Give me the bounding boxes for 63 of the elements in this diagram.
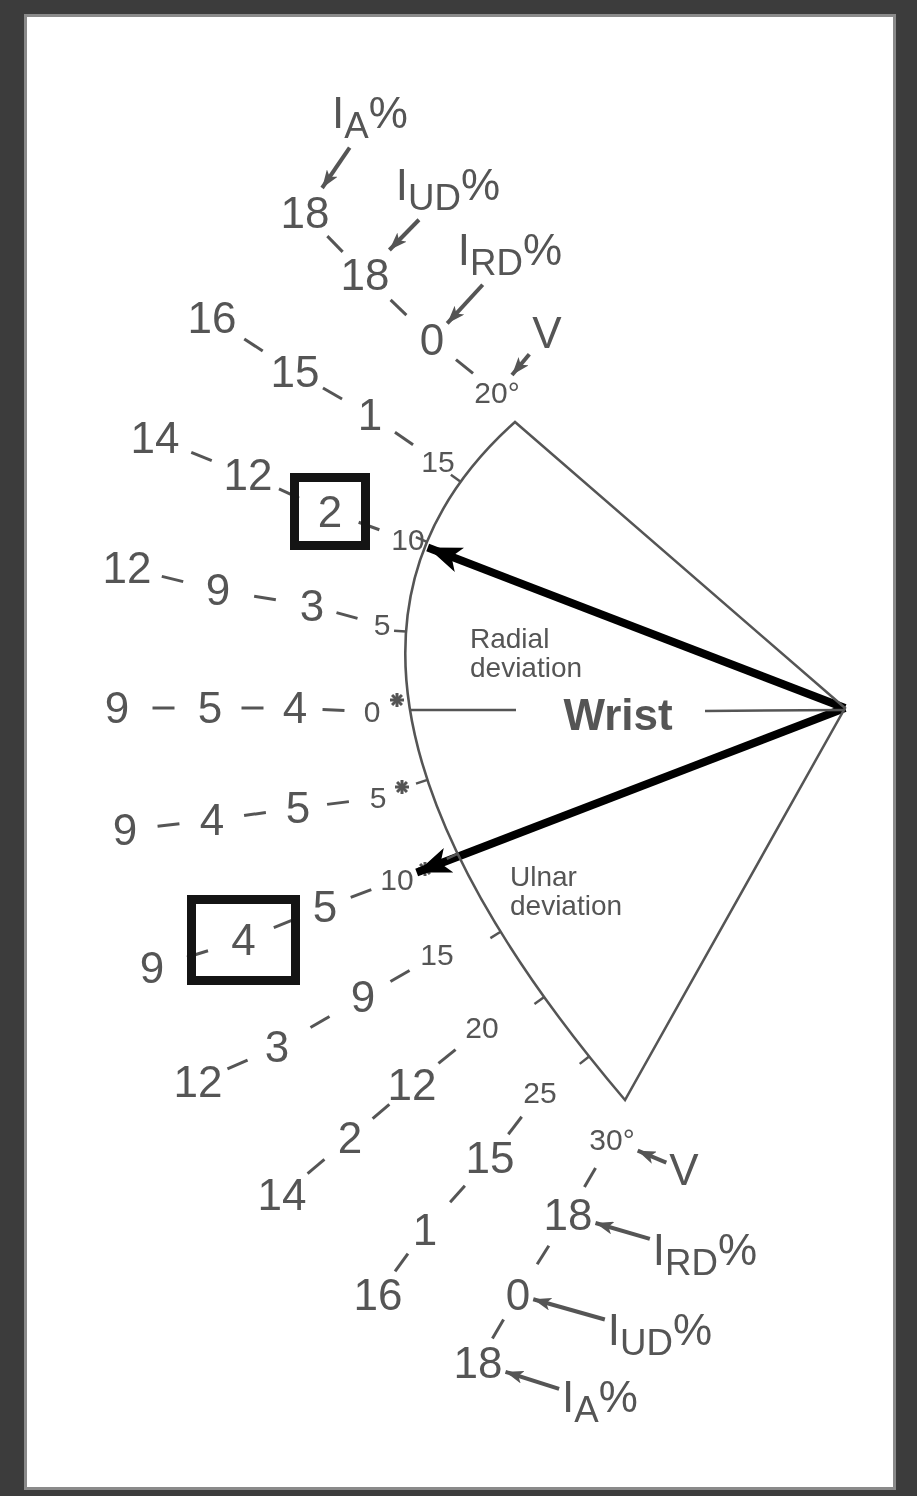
tick-label: 15 — [421, 447, 455, 477]
angle-label: 20° — [474, 378, 520, 408]
scale-number: 4 — [282, 686, 308, 730]
arrow — [636, 1148, 668, 1165]
region-label: Radial deviation — [470, 624, 584, 683]
tick-label: 25 — [523, 1078, 557, 1108]
scale-value: 18 — [340, 253, 390, 297]
scale-number: 9 — [350, 975, 376, 1019]
tick-label: 5 — [373, 610, 391, 640]
scale-number: 15 — [270, 350, 320, 394]
scale-number: 4 — [199, 798, 225, 842]
scale-number: 12 — [173, 1060, 223, 1104]
tick-label: 15 — [420, 940, 454, 970]
tick-label: 20 — [465, 1013, 499, 1043]
scale-number: 12 — [223, 453, 273, 497]
scale-value: 0 — [419, 318, 445, 362]
arrow — [510, 352, 531, 377]
scale-number: 1 — [357, 393, 383, 437]
scale-value: 0 — [505, 1273, 531, 1317]
arrow — [320, 146, 352, 190]
arrow — [504, 1369, 560, 1391]
scale-number: 16 — [353, 1273, 403, 1317]
scale-number: 14 — [257, 1173, 307, 1217]
scale-value: 18 — [453, 1341, 503, 1385]
tick-label: 10 — [380, 865, 414, 895]
scale-title: I$_{RD}$% — [652, 1228, 758, 1282]
scale-number: 14 — [130, 416, 180, 460]
region-title: Wrist — [563, 691, 673, 739]
arrow — [387, 218, 421, 252]
scale-number: 2 — [337, 1116, 363, 1160]
tick-label: 10 — [391, 525, 425, 555]
scale-number: 3 — [299, 584, 325, 628]
scale-number: 9 — [139, 946, 165, 990]
arrow — [445, 283, 485, 325]
scale-number: 1 — [412, 1208, 438, 1252]
boxed-value: 4 — [187, 895, 300, 985]
scale-title: I$_{UD}$% — [607, 1308, 713, 1362]
scale-number: 5 — [285, 786, 311, 830]
tick-label: 0 — [363, 697, 381, 727]
scale-number: 3 — [264, 1025, 290, 1069]
arrow — [594, 1221, 651, 1241]
scale-number: 5 — [197, 686, 223, 730]
scale-number: 12 — [102, 546, 152, 590]
scale-title: I$_{A}$% — [332, 91, 408, 145]
arrow — [532, 1297, 606, 1322]
scale-number: 15 — [465, 1136, 515, 1180]
scale-title: V — [669, 1148, 699, 1192]
region-label: Ulnar deviation — [510, 862, 624, 921]
boxed-value: 2 — [290, 473, 370, 550]
scale-number: 5 — [312, 885, 338, 929]
scale-title: I$_{UD}$% — [395, 163, 501, 217]
scale-number: 12 — [387, 1063, 437, 1107]
scale-number: 16 — [187, 296, 237, 340]
angle-label: 30° — [589, 1125, 635, 1155]
scale-title: I$_{RD}$% — [457, 228, 563, 282]
scale-number: 9 — [205, 568, 231, 612]
scale-number: 9 — [112, 808, 138, 852]
scale-title: I$_{A}$% — [562, 1375, 638, 1429]
scale-title: V — [532, 311, 562, 355]
scale-value: 18 — [543, 1193, 593, 1237]
scale-number: 9 — [104, 686, 130, 730]
scale-value: 18 — [280, 191, 330, 235]
tick-label: 5 — [369, 783, 387, 813]
